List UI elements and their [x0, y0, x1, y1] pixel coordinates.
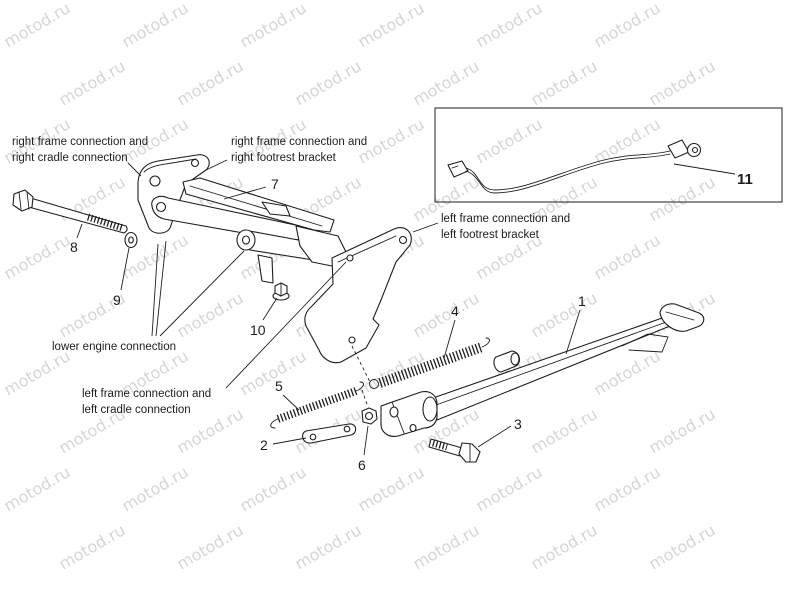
left-plate-hole-mid	[346, 254, 354, 262]
leader-9	[120, 247, 130, 291]
spring-coils	[378, 342, 484, 388]
callout-left-footrest-line2: left footrest bracket	[441, 229, 540, 241]
spring-pin	[493, 350, 521, 373]
part-9-washer	[124, 231, 138, 249]
left-plate	[304, 227, 412, 364]
spring-hook-left	[270, 418, 279, 429]
callout-right-footrest-line1: right frame connection and	[231, 136, 367, 148]
spring-hook-right	[481, 337, 490, 348]
part-number-4: 4	[451, 303, 459, 319]
part-3-pivot-bolt	[428, 438, 481, 463]
inset-box	[434, 107, 783, 203]
leader-lines	[76, 159, 736, 456]
part-number-8: 8	[70, 239, 78, 255]
part-number-7: 7	[271, 176, 279, 192]
stand-shaft-edge	[435, 319, 673, 406]
part-number-1: 1	[578, 293, 586, 309]
sensor-cable-inner	[465, 153, 671, 194]
leader-6	[363, 425, 369, 456]
right-plate-hole-upper	[190, 158, 200, 168]
leader-4	[443, 319, 456, 359]
bolt-thread	[432, 439, 448, 451]
callout-left-cradle-line2: left cradle connection	[82, 404, 191, 416]
stand-clevis	[380, 391, 438, 437]
tube-bore	[241, 235, 251, 245]
link-plate-hole-right	[343, 425, 351, 433]
clevis-hole-lower	[409, 423, 417, 433]
bolt-head-facets	[18, 191, 30, 210]
callout-left-footrest-line1: left frame connection and	[441, 213, 570, 225]
upper-crossbar-edge	[189, 185, 323, 227]
spring-hook-left	[369, 379, 379, 389]
link-plate-hole-left	[309, 433, 317, 441]
part-number-11: 11	[737, 171, 753, 188]
leader-right-cradle	[127, 162, 142, 177]
callout-right-footrest-line2: right footrest bracket	[231, 152, 337, 164]
washer-hole	[128, 236, 134, 244]
leader-right-footrest	[205, 159, 228, 171]
leader-2	[272, 437, 307, 445]
leader-8	[76, 223, 83, 239]
left-plate-hole-top	[398, 235, 408, 245]
part-6-nut	[361, 407, 378, 425]
left-plate-hole-bottom	[348, 336, 356, 344]
nut-bore	[364, 411, 374, 421]
spring-coils	[276, 387, 358, 423]
assembly-line-upper	[351, 345, 371, 383]
part-7-frame-bracket	[137, 154, 412, 364]
callout-labels: right frame connection and right cradle …	[12, 136, 570, 416]
part-number-9: 9	[113, 292, 121, 308]
leader-11	[673, 163, 736, 175]
part-number-3: 3	[514, 416, 522, 432]
part-number-10: 10	[250, 322, 266, 338]
part-11-inset	[434, 107, 783, 203]
leader-lower-engine-b	[155, 240, 167, 337]
pin-end	[510, 352, 520, 366]
part-4-spring	[369, 337, 490, 389]
sensor-cable-outer	[465, 150, 671, 191]
part-number-6: 6	[358, 457, 366, 473]
callout-lower-engine: lower engine connection	[52, 341, 176, 353]
leader-lower-engine-a	[151, 243, 159, 337]
part-5-spring	[270, 381, 364, 429]
stand-foot-edge	[665, 311, 695, 321]
connector-tab	[451, 165, 459, 169]
part-number-5: 5	[275, 378, 283, 394]
sensor-connector	[447, 160, 469, 178]
leader-1	[565, 309, 581, 355]
lower-crossbar-hole	[155, 201, 167, 213]
leader-5	[282, 394, 300, 411]
clevis-barrel-end	[422, 396, 438, 422]
clevis-hole-upper	[389, 406, 399, 418]
leader-7	[223, 186, 267, 200]
mount-tab	[257, 254, 274, 284]
part-1-side-stand	[380, 303, 705, 437]
gusset	[261, 201, 291, 217]
leader-lower-engine-c	[159, 250, 245, 337]
leader-10	[262, 297, 278, 321]
stand-wire-hook	[621, 333, 669, 353]
sensor-tip	[691, 146, 699, 154]
bolt-hex-head	[12, 189, 34, 212]
leader-3	[477, 425, 512, 448]
bolt-hex-head	[458, 442, 481, 463]
leader-left-footrest	[412, 222, 439, 233]
bolt-shaft	[24, 196, 128, 234]
right-plate-edge	[143, 158, 197, 173]
part-2-link-plate	[302, 423, 357, 444]
part-number-labels: 1 2 3 4 5 6 7 8 9 10 11	[70, 171, 753, 473]
callout-right-cradle-line1: right frame connection and	[12, 136, 148, 148]
right-plate-hole-lower	[149, 175, 161, 187]
callout-left-cradle-line1: left frame connection and	[82, 388, 211, 400]
stand-foot-plate	[659, 303, 705, 332]
part-number-2: 2	[260, 437, 268, 453]
part-8-long-bolt	[12, 189, 128, 234]
part-10-nut	[272, 282, 290, 301]
callout-right-cradle-line2: right cradle connection	[12, 152, 128, 164]
leader-left-cradle	[225, 261, 347, 389]
spring-hook-right	[355, 381, 364, 392]
